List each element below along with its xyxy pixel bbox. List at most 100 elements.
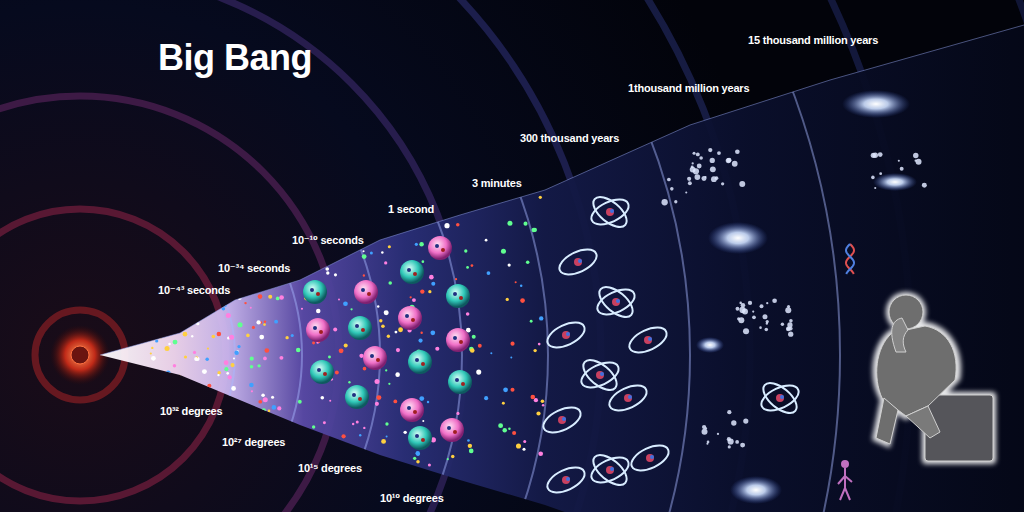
particle [226,372,229,375]
nucleon [310,360,334,384]
star-cluster [788,332,793,337]
star-cluster [737,317,740,320]
nucleon [306,318,330,342]
particle [228,375,232,379]
star-cluster [743,419,748,424]
star-cluster [741,303,746,308]
particle [217,374,219,376]
star-cluster [916,159,922,165]
particle [471,264,474,267]
particle [301,308,303,310]
particle [420,289,424,293]
particle [359,354,363,358]
star-cluster [661,199,667,205]
particle [157,330,160,333]
particle [363,367,367,371]
particle [403,431,406,434]
particle [520,298,525,303]
particle [276,297,280,301]
particle [487,271,491,275]
particle [542,404,544,406]
epoch-boundary [0,0,548,512]
star-cluster [697,164,702,169]
particle [377,305,379,307]
particle [320,396,324,400]
star-cluster [748,301,752,305]
particle [343,442,347,446]
atom [544,462,589,497]
particle [335,371,339,375]
particle [428,463,431,466]
atom [544,317,589,352]
particle [279,356,283,360]
nucleon [408,426,432,450]
star-cluster [717,433,719,435]
particle [412,298,416,302]
star-cluster [787,305,790,308]
nucleon [400,260,424,284]
particle [217,332,222,337]
particle [226,313,231,318]
particle [316,309,320,313]
star-cluster [710,166,716,172]
epoch-boundary [0,0,462,512]
star-cluster [685,191,687,193]
particle [381,439,386,444]
star-cluster [752,311,754,313]
epoch-boundary [0,200,235,510]
particle [398,327,403,332]
particle [541,400,545,404]
particle [202,369,207,374]
early-life-figure [838,468,852,500]
particle [502,428,506,432]
particle [530,320,533,323]
particle [153,327,157,331]
particle [410,296,412,298]
particle [395,331,398,334]
star-cluster [762,314,767,319]
particle [430,330,435,335]
particle [224,360,229,365]
star-cluster [787,322,792,327]
particle [375,379,380,384]
particle [258,294,263,299]
particle [265,348,270,353]
particle [291,334,294,337]
particle [381,251,384,254]
particle [363,250,365,252]
star-cluster [667,178,671,182]
particle [415,243,418,246]
galaxy [842,90,910,118]
particle [395,372,400,377]
particle [466,266,469,269]
particle [419,242,423,246]
atom [578,354,623,395]
star-cluster [708,148,712,152]
particle [418,338,422,342]
atom [606,380,651,415]
particle [334,273,337,276]
particle [218,305,221,308]
particle [338,298,340,300]
particle [520,285,523,288]
star-cluster [702,425,706,429]
particle [388,245,391,248]
star-cluster [900,167,904,171]
particle [385,422,388,425]
particle [516,443,521,448]
time-label: 10⁻³⁴ seconds [218,262,290,275]
particle [532,228,537,233]
time-label: 15 thousand million years [748,34,878,47]
particle [229,335,234,340]
particle [375,402,379,406]
particle [263,323,266,326]
particle [230,363,234,367]
particle [420,332,422,334]
particle [154,325,158,329]
nucleon [363,346,387,370]
particle [498,423,503,428]
particle [173,340,178,345]
particle [286,277,289,280]
particle [476,370,481,375]
galaxy [708,222,768,254]
